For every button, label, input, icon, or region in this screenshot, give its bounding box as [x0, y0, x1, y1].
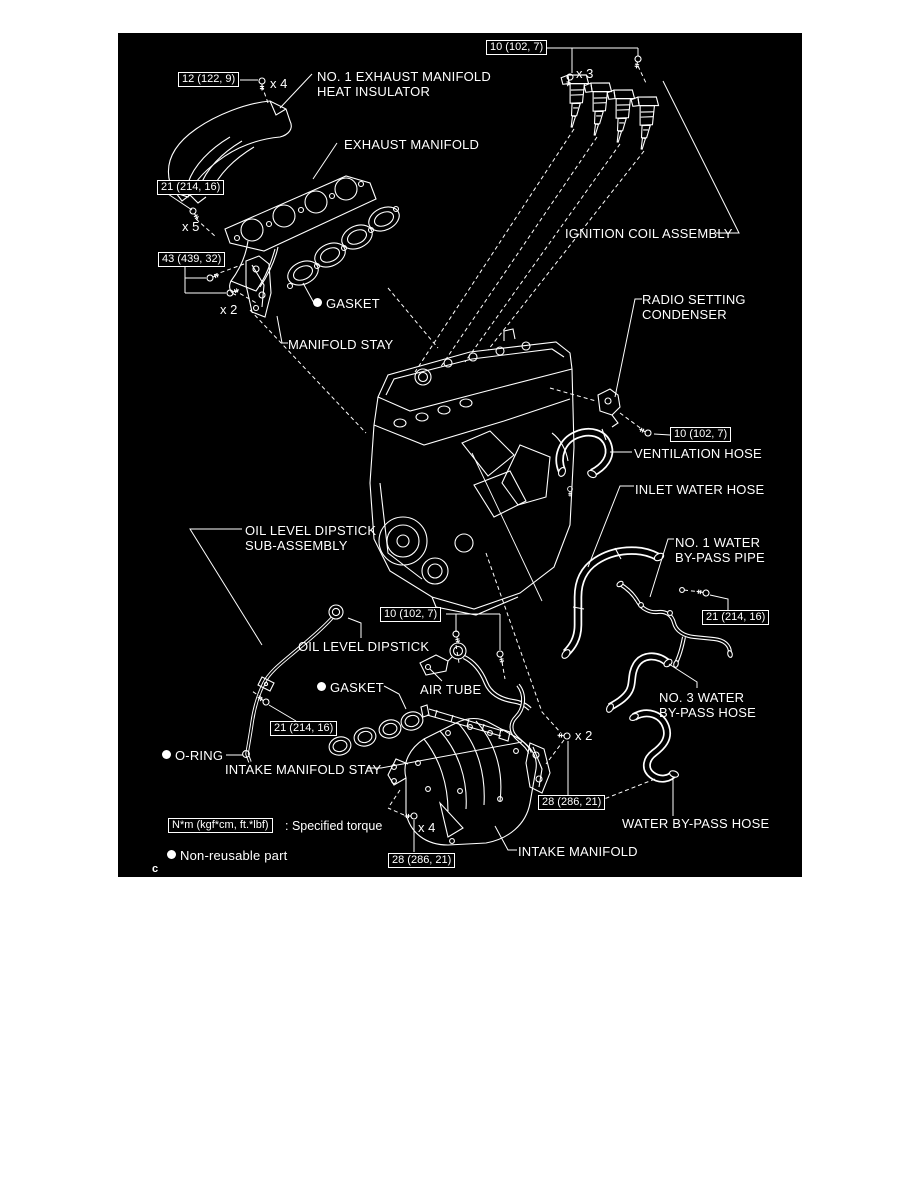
- legend-torque-box: N*m (kgf*cm, ft.*lbf): [168, 818, 273, 833]
- label-no3-water-bypass-hose: NO. 3 WATER BY-PASS HOSE: [659, 690, 757, 720]
- label-water-bypass-hose: WATER BY-PASS HOSE: [622, 816, 770, 831]
- dipstick-illustration: [242, 604, 344, 758]
- torque-ignition-coil: 10 (102, 7): [486, 40, 548, 55]
- engine-illustration: [369, 328, 575, 616]
- label-oil-level-dipstick: OIL LEVEL DIPSTICK: [298, 639, 430, 654]
- mult-intake-right: x 2: [575, 728, 593, 743]
- label-oil-level-dipstick-sub-assembly: OIL LEVEL DIPSTICK SUB-ASSEMBLY: [245, 523, 377, 553]
- manifold-stay-illustration: [245, 255, 272, 318]
- label-no1-water-bypass-pipe: NO. 1 WATER BY-PASS PIPE: [675, 535, 765, 565]
- torque-condenser-bolt: 10 (102, 7): [670, 427, 732, 442]
- legend-non-reusable-text: Non-reusable part: [180, 848, 288, 863]
- mult-heat-insulator: x 4: [270, 76, 288, 91]
- label-o-ring: O-RING: [162, 748, 223, 763]
- torque-intake-left: 28 (286, 21): [388, 853, 456, 868]
- label-inlet-water-hose: INLET WATER HOSE: [635, 482, 765, 497]
- non-reusable-dot-icon: [317, 682, 326, 691]
- torque-intake-right: 28 (286, 21): [538, 795, 606, 810]
- label-exhaust-manifold: EXHAUST MANIFOLD: [344, 137, 480, 152]
- label-radio-setting-condenser: RADIO SETTING CONDENSER: [642, 292, 746, 322]
- torque-dipstick: 21 (214, 16): [270, 721, 338, 736]
- radio-condenser-illustration: [597, 388, 621, 428]
- label-ignition-coil-assembly: IGNITION COIL ASSEMBLY: [565, 226, 733, 241]
- torque-exhaust-manifold: 21 (214, 16): [157, 180, 225, 195]
- intake-manifold-illustration: [387, 704, 537, 846]
- label-gasket-intake-text: GASKET: [330, 680, 384, 695]
- label-gasket-exhaust-text: GASKET: [326, 296, 380, 311]
- mult-manifold-stay: x 2: [220, 302, 238, 317]
- legend-torque-suffix: : Specified torque: [285, 819, 383, 833]
- mult-ignition-coil: x 3: [576, 66, 594, 81]
- exhaust-manifold-illustration: [224, 175, 377, 296]
- label-intake-manifold-stay: INTAKE MANIFOLD STAY: [225, 762, 382, 777]
- label-gasket-exhaust: GASKET: [313, 296, 380, 311]
- hose-endcaps: [557, 428, 733, 778]
- label-manifold-stay: MANIFOLD STAY: [288, 337, 394, 352]
- non-reusable-dot-icon: [167, 850, 176, 859]
- corner-mark: c: [152, 863, 159, 875]
- legend-non-reusable: Non-reusable part: [167, 848, 287, 863]
- diagram-canvas: N*m (kgf*cm, ft.*lbf) : Specified torque…: [118, 33, 802, 877]
- torque-air-tube: 10 (102, 7): [380, 607, 442, 622]
- dashed-lines: [195, 65, 702, 816]
- intake-manifold-stay-illustration: [525, 742, 551, 794]
- label-no1-exhaust-manifold-heat-insulator: NO. 1 EXHAUST MANIFOLD HEAT INSULATOR: [317, 69, 491, 99]
- leader-lines: [167, 47, 740, 852]
- intake-gasket-illustration: [328, 711, 424, 756]
- o-ring-illustration: [242, 750, 250, 758]
- torque-heat-insulator: 12 (122, 9): [178, 72, 240, 87]
- exhaust-gasket-illustration: [286, 205, 400, 290]
- label-ventilation-hose: VENTILATION HOSE: [634, 446, 762, 461]
- mult-exhaust-manifold: x 5: [182, 219, 200, 234]
- hose-tubes: [245, 428, 732, 783]
- torque-no1-bypass-pipe: 21 (214, 16): [702, 610, 770, 625]
- label-gasket-intake: GASKET: [317, 680, 384, 695]
- label-o-ring-text: O-RING: [175, 748, 224, 763]
- non-reusable-dot-icon: [313, 298, 322, 307]
- non-reusable-dot-icon: [162, 750, 171, 759]
- diagram-art: [167, 47, 740, 852]
- label-air-tube: AIR TUBE: [420, 682, 482, 697]
- mult-intake-left: x 4: [418, 820, 436, 835]
- label-intake-manifold: INTAKE MANIFOLD: [518, 844, 638, 859]
- torque-manifold-stay: 43 (439, 32): [158, 252, 226, 267]
